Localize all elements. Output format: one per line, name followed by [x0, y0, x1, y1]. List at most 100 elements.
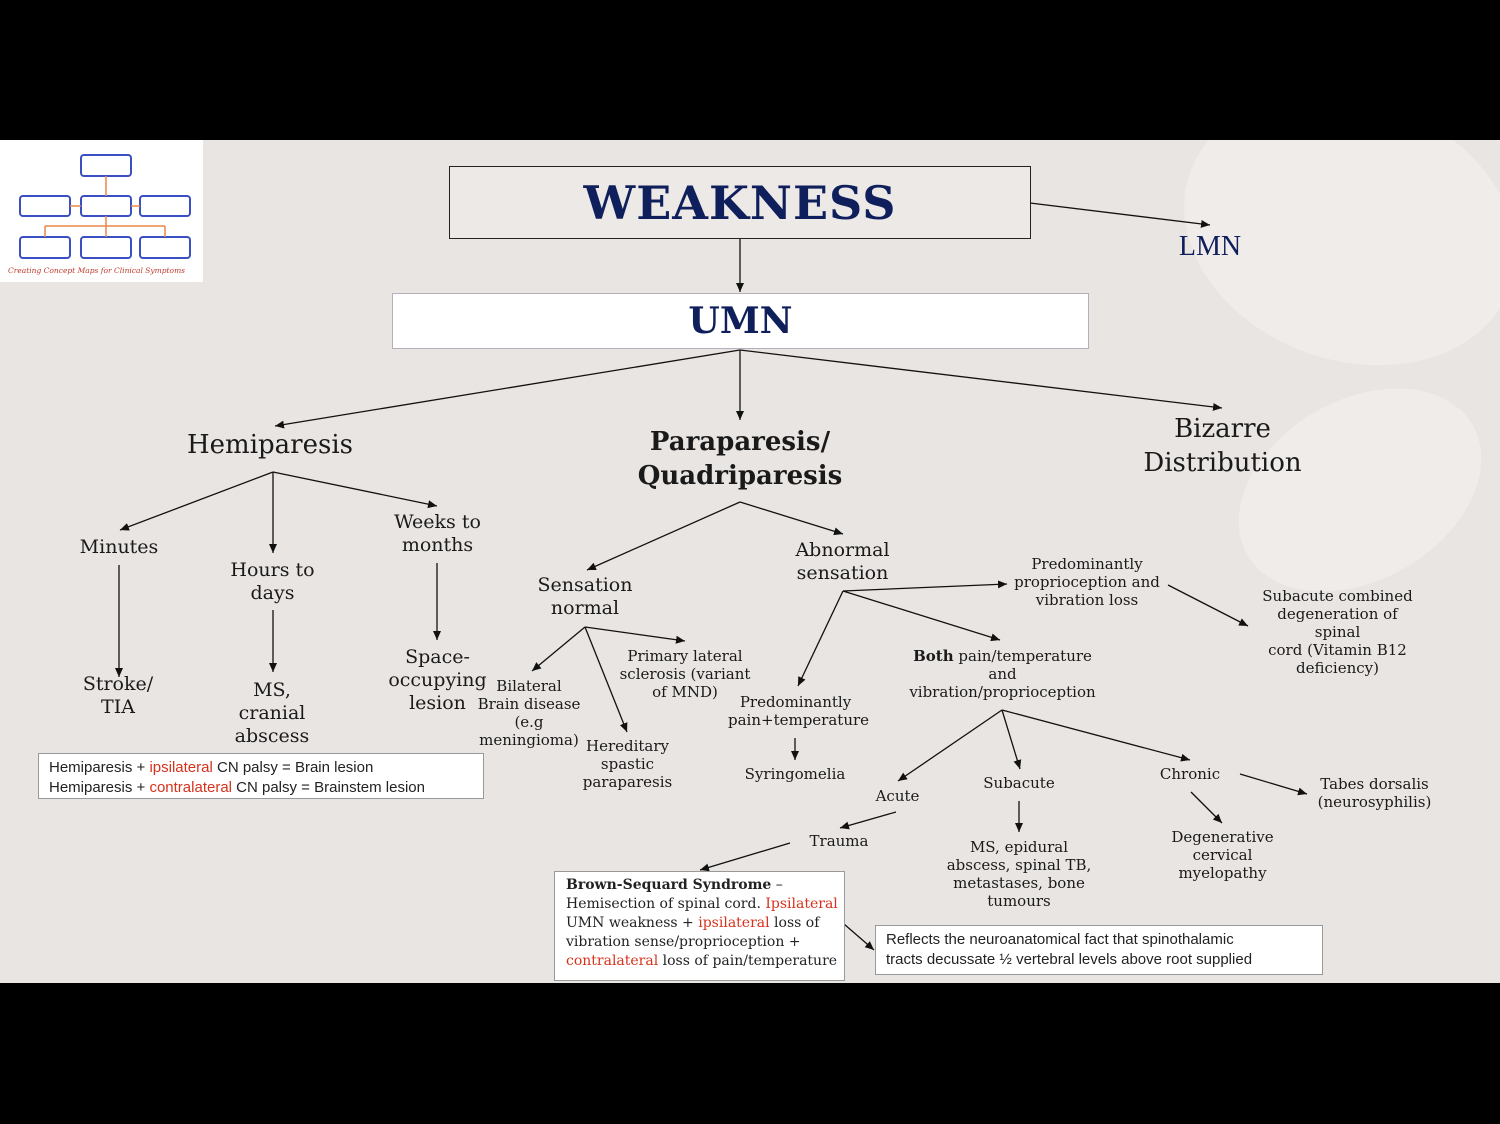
hered-l2: spastic: [600, 755, 655, 773]
space-l2: occupying: [388, 668, 487, 691]
hered-l3: paraparesis: [582, 773, 673, 791]
pls-l2: sclerosis (variant: [619, 665, 751, 683]
arrow-trauma-brownsequard: [699, 842, 791, 872]
trauma-node: Trauma: [809, 832, 869, 850]
abnormal-sensation-node: Abnormal sensation: [775, 539, 910, 585]
paraparesis-heading-l1: Paraparesis/: [649, 427, 831, 457]
diagram-edges: [115, 202, 1308, 951]
bilateral-l2: Brain disease (e.g: [477, 695, 581, 731]
ms-cranial-node: MS, cranial abscess: [222, 679, 322, 747]
pls-node: Primary lateral sclerosis (variant of MN…: [615, 647, 755, 701]
degenerative-node: Degenerative cervical myelopathy: [1165, 828, 1280, 882]
concept-map-logo-icon: [19, 154, 191, 259]
hours-l2: days: [250, 581, 295, 604]
hemi-note-line2: Hemiparesis + contralateral CN palsy = B…: [49, 779, 425, 797]
bs-line5: contralateral loss of pain/temperature: [566, 952, 838, 969]
both-node: Both pain/temperature and vibration/prop…: [905, 647, 1100, 701]
abn-l1: Abnormal: [795, 539, 890, 561]
ms2-l1: MS, epidural: [969, 838, 1069, 856]
sens-normal-l1: Sensation: [537, 574, 633, 596]
stroke-node: Stroke/ TIA: [68, 673, 168, 719]
scd-node: Subacute combined degeneration of spinal…: [1255, 587, 1420, 677]
arrow-both-chronic: [1001, 709, 1191, 762]
arrow-chronic-tabes: [1239, 773, 1308, 796]
dcm-l3: myelopathy: [1178, 864, 1267, 882]
tabes-l2: (neurosyphilis): [1317, 793, 1432, 811]
arrow-hemi-minutes: [119, 471, 274, 531]
scd-l1: Subacute combined: [1262, 587, 1413, 605]
arrow-umn-hemiparesis: [274, 349, 741, 429]
hours-l1: Hours to: [230, 559, 315, 581]
ms2-l4: tumours: [987, 892, 1051, 910]
dcm-l2: cervical: [1192, 846, 1253, 864]
arrow-para-sensnormal: [586, 501, 741, 571]
hours-node: Hours to days: [215, 559, 330, 605]
scd-l3: cord (Vitamin B12: [1268, 641, 1407, 659]
weeks-l1: Weeks to: [394, 511, 481, 533]
both-l2: and: [988, 665, 1017, 683]
ms-epidural-node: MS, epidural abscess, spinal TB, metasta…: [940, 838, 1098, 910]
arrow-sens-hereditary: [584, 626, 628, 733]
spinothalamic-note: Reflects the neuroanatomical fact that s…: [875, 925, 1323, 975]
ms2-l2: abscess, spinal TB,: [946, 856, 1092, 874]
brown-sequard-box: Brown-Sequard Syndrome – Hemisection of …: [554, 871, 845, 981]
paraparesis-heading: Paraparesis/ Quadriparesis: [610, 426, 870, 494]
arrow-acute-trauma: [839, 811, 897, 830]
bilateral-l3: meningioma): [479, 731, 579, 749]
logo-caption: Creating Concept Maps for Clinical Sympt…: [8, 266, 186, 275]
weakness-box: WEAKNESS: [449, 166, 1031, 239]
weeks-node: Weeks to months: [380, 511, 495, 557]
hemi-note-line1: Hemiparesis + ipsilateral CN palsy = Bra…: [49, 759, 374, 776]
both-l1: Both pain/temperature: [913, 647, 1092, 665]
acute-node: Acute: [875, 787, 920, 805]
ms-l2: cranial: [238, 701, 306, 724]
stroke-l1: Stroke/: [82, 673, 154, 695]
hered-l1: Hereditary: [585, 737, 670, 755]
abn-l2: sensation: [796, 561, 889, 584]
sens-normal-l2: normal: [550, 596, 620, 619]
arrow-sens-pls: [584, 626, 686, 644]
scd-l2: degeneration of spinal: [1277, 605, 1398, 641]
ms-l3: abscess: [234, 724, 310, 747]
bs-line1: Brown-Sequard Syndrome –: [566, 877, 783, 893]
paraparesis-heading-l2: Quadriparesis: [637, 460, 843, 491]
bizarre-heading-l1: Bizarre: [1174, 414, 1271, 444]
minutes-node: Minutes: [79, 536, 159, 558]
pain-temp-node: Predominantly pain+temperature: [728, 693, 870, 729]
chronic-node: Chronic: [1159, 765, 1221, 783]
bilateral-node: Bilateral Brain disease (e.g meningioma): [465, 677, 593, 749]
bizarre-heading-l2: Distribution: [1143, 447, 1302, 478]
arrow-abn-pain: [797, 590, 844, 687]
both-l3: vibration/proprioception: [909, 683, 1096, 701]
bizarre-heading: Bizarre Distribution: [1125, 413, 1320, 481]
prop-l2: proprioception and: [1014, 573, 1160, 591]
arrow-hemi-weeks: [272, 471, 438, 509]
space-node: Space- occupying lesion: [380, 646, 495, 714]
tabes-node: Tabes dorsalis (neurosyphilis): [1312, 775, 1437, 811]
prop-l3: vibration loss: [1035, 591, 1139, 609]
bilateral-l1: Bilateral: [496, 677, 562, 695]
space-l3: lesion: [409, 691, 466, 714]
ms2-l3: metastases, bone: [953, 874, 1085, 892]
arrow-both-acute: [897, 709, 1003, 782]
umn-box: UMN: [392, 293, 1089, 349]
scd-l4: deficiency): [1296, 659, 1379, 677]
bs-line3: UMN weakness + ipsilateral loss of: [566, 914, 820, 931]
pls-l3: of MND): [652, 683, 718, 701]
prop-l1: Predominantly: [1031, 555, 1143, 573]
slide: Creating Concept Maps for Clinical Sympt…: [0, 140, 1500, 983]
pain-l2: pain+temperature: [728, 711, 870, 729]
arrow-abn-both: [842, 590, 1001, 642]
arrow-both-subacute: [1001, 709, 1022, 770]
subacute-node: Subacute: [983, 774, 1055, 792]
arrow-prop-scd: [1167, 584, 1249, 627]
ms-l1: MS,: [253, 679, 291, 701]
dcm-l1: Degenerative: [1171, 828, 1274, 846]
tract-note-l1: Reflects the neuroanatomical fact that s…: [886, 931, 1234, 948]
logo: Creating Concept Maps for Clinical Sympt…: [0, 140, 203, 282]
arrow-sens-bilateral: [531, 626, 586, 672]
bs-line4: vibration sense/proprioception +: [566, 933, 801, 950]
tabes-l1: Tabes dorsalis: [1320, 775, 1429, 793]
tract-note-l2: tracts decussate ½ vertebral levels abov…: [886, 951, 1253, 969]
hemiparesis-heading: Hemiparesis: [187, 430, 353, 460]
